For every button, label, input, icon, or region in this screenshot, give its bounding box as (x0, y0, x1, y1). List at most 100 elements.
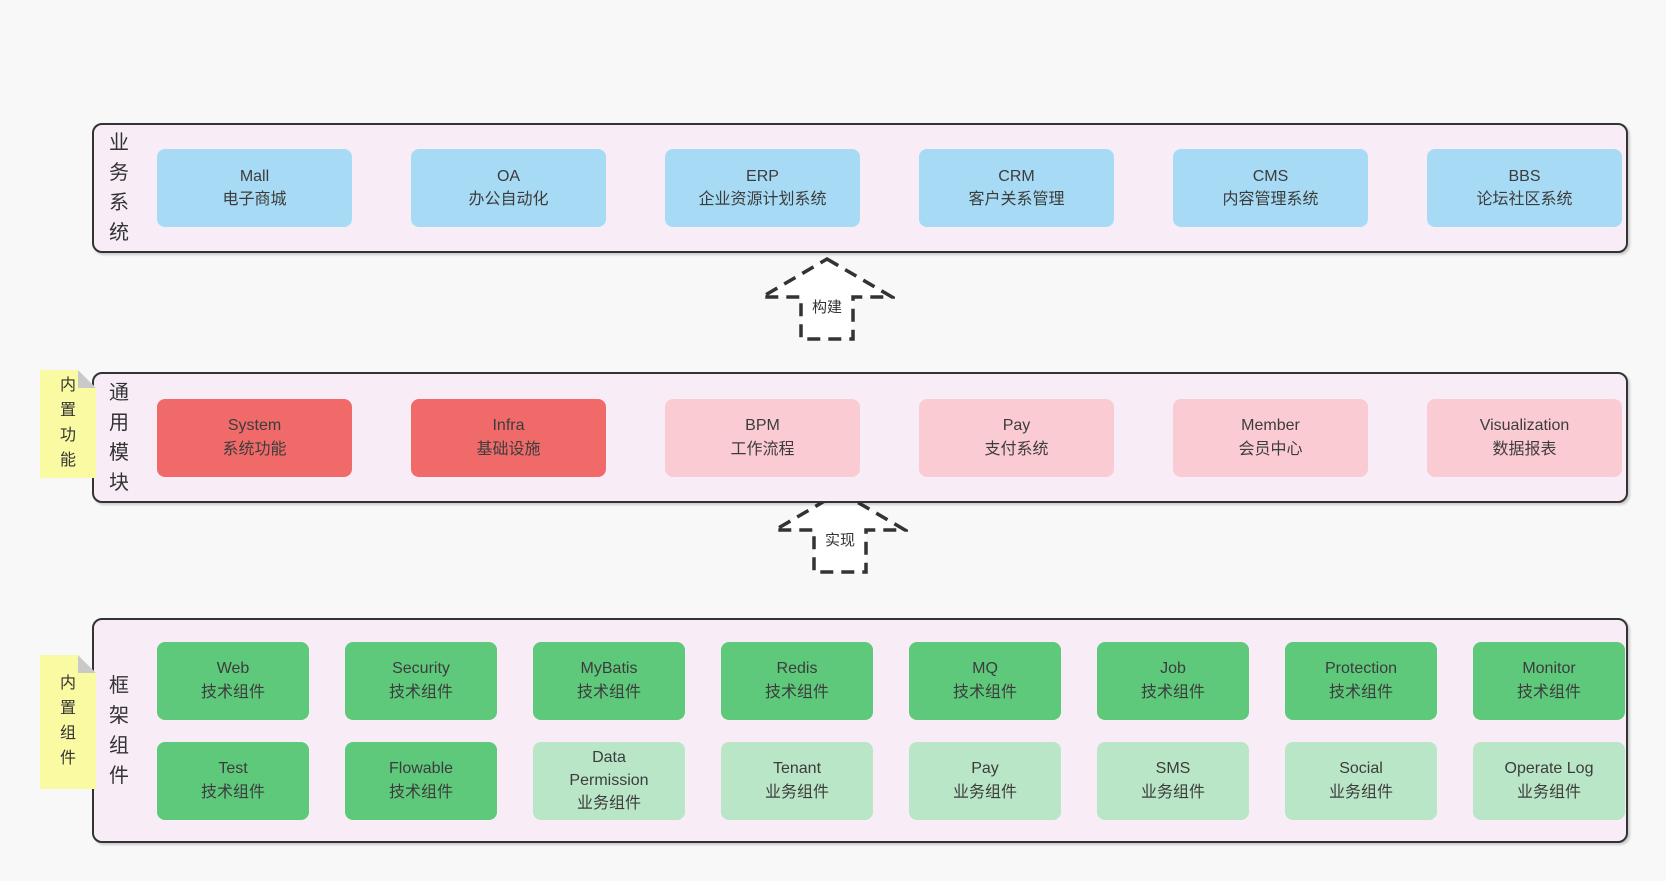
node-name: BBS (1508, 167, 1541, 185)
band-framework-components: 框架组件 Web 技术组件 Security 技术组件 MyBatis 技术组件… (92, 618, 1628, 843)
node-desc: 内容管理系统 (1222, 191, 1319, 208)
node-name: Infra (492, 417, 525, 435)
node-job: Job 技术组件 (1097, 641, 1249, 720)
node-name: Social (1339, 760, 1383, 778)
node-desc: 业务组件 (1516, 783, 1581, 801)
node-name: SMS (1155, 760, 1191, 778)
node-sms: SMS 业务组件 (1097, 741, 1249, 820)
node-name: Protection (1324, 660, 1398, 678)
node-desc: 支付系统 (984, 440, 1049, 458)
node-name: OA (496, 167, 521, 185)
node-name: Job (1160, 660, 1186, 678)
node-bbs: BBS 论坛社区系统 (1427, 149, 1622, 227)
node-name: Pay (971, 760, 999, 778)
node-desc: 业务组件 (952, 783, 1017, 801)
node-desc: 会员中心 (1238, 440, 1303, 458)
node-security: Security 技术组件 (345, 641, 497, 720)
node-name: Visualization (1479, 417, 1570, 435)
node-infra: Infra 基础设施 (411, 398, 606, 477)
node-name: Mall (239, 167, 270, 185)
node-web: Web 技术组件 (157, 641, 309, 720)
band-label-business-systems: 业务系统 (109, 132, 129, 244)
node-name: Member (1241, 417, 1300, 435)
node-data-permission: Data Permission 业务组件 (533, 741, 685, 820)
node-name: Monitor (1522, 660, 1576, 678)
node-mall: Mall 电子商城 (157, 149, 352, 227)
node-desc: 技术组件 (200, 783, 265, 801)
common-modules-boxes: System 系统功能 Infra 基础设施 BPM 工作流程 Pay 支付系统… (157, 398, 1622, 477)
band-label-common-modules: 通用模块 (109, 381, 129, 494)
arrow-implement-label: 实现 (821, 529, 859, 550)
node-bpm: BPM 工作流程 (665, 398, 860, 477)
node-name: CRM (998, 167, 1035, 185)
node-desc: 技术组件 (1328, 683, 1393, 701)
node-flowable: Flowable 技术组件 (345, 741, 497, 820)
node-system: System 系统功能 (157, 398, 352, 477)
node-desc: 技术组件 (576, 683, 641, 701)
node-desc: 技术组件 (1140, 683, 1205, 701)
node-name: MQ (972, 660, 998, 678)
node-name: Pay (1002, 417, 1031, 435)
node-desc: 技术组件 (764, 683, 829, 701)
node-desc: 技术组件 (388, 683, 453, 701)
node-operate-log: Operate Log 业务组件 (1473, 741, 1625, 820)
node-desc: 业务组件 (1328, 783, 1393, 801)
band-business-systems: 业务系统 Mall 电子商城 OA 办公自动化 ERP 企业资源计划系统 CRM… (92, 123, 1628, 253)
node-desc: 技术组件 (200, 683, 265, 701)
node-desc: 技术组件 (388, 783, 453, 801)
node-pay-component: Pay 业务组件 (909, 741, 1061, 820)
node-name: Security (392, 660, 450, 678)
node-name: CMS (1252, 167, 1289, 185)
node-desc: 办公自动化 (468, 191, 549, 208)
node-desc: 业务组件 (576, 795, 641, 813)
sticky-built-in-components: 内置组件 (40, 655, 96, 789)
node-tenant: Tenant 业务组件 (721, 741, 873, 820)
node-name: MyBatis (580, 660, 638, 678)
node-mybatis: MyBatis 技术组件 (533, 641, 685, 720)
node-desc: 技术组件 (1516, 683, 1581, 701)
arrow-build: 构建 (759, 256, 895, 342)
node-name: ERP (746, 167, 779, 185)
node-redis: Redis 技术组件 (721, 641, 873, 720)
node-desc: 客户关系管理 (968, 191, 1065, 208)
band-label-framework-components: 框架组件 (109, 674, 129, 787)
node-desc: 工作流程 (730, 440, 795, 458)
node-name: BPM (745, 417, 780, 435)
node-member: Member 会员中心 (1173, 398, 1368, 477)
node-name: Test (218, 760, 248, 778)
node-name: Tenant (772, 760, 822, 778)
node-erp: ERP 企业资源计划系统 (665, 149, 860, 227)
node-desc: 业务组件 (1140, 783, 1205, 801)
node-crm: CRM 客户关系管理 (919, 149, 1114, 227)
node-desc: 电子商城 (222, 191, 287, 208)
node-test: Test 技术组件 (157, 741, 309, 820)
node-mq: MQ 技术组件 (909, 641, 1061, 720)
node-name: System (227, 417, 282, 435)
node-desc: 系统功能 (222, 440, 287, 458)
node-desc: 数据报表 (1492, 440, 1557, 458)
arrow-implement: 实现 (772, 489, 908, 575)
sticky-label: 内置组件 (59, 675, 76, 767)
sticky-label: 内置功能 (59, 377, 76, 469)
node-desc: 企业资源计划系统 (698, 191, 827, 208)
node-desc: 技术组件 (952, 683, 1017, 701)
node-name: Redis (776, 660, 818, 678)
business-systems-boxes: Mall 电子商城 OA 办公自动化 ERP 企业资源计划系统 CRM 客户关系… (157, 149, 1622, 227)
node-visualization: Visualization 数据报表 (1427, 398, 1622, 477)
node-name: Data Permission (569, 748, 649, 789)
arrow-build-label: 构建 (808, 296, 846, 317)
node-oa: OA 办公自动化 (411, 149, 606, 227)
node-social: Social 业务组件 (1285, 741, 1437, 820)
band-common-modules: 通用模块 System 系统功能 Infra 基础设施 BPM 工作流程 Pay… (92, 372, 1628, 503)
node-name: Web (216, 660, 250, 678)
sticky-built-in-features: 内置功能 (40, 370, 96, 478)
node-monitor: Monitor 技术组件 (1473, 641, 1625, 720)
node-pay-system: Pay 支付系统 (919, 398, 1114, 477)
framework-components-boxes: Web 技术组件 Security 技术组件 MyBatis 技术组件 Redi… (157, 641, 1625, 820)
node-name: Flowable (388, 760, 454, 778)
node-protection: Protection 技术组件 (1285, 641, 1437, 720)
node-desc: 业务组件 (764, 783, 829, 801)
node-desc: 基础设施 (476, 440, 541, 458)
node-cms: CMS 内容管理系统 (1173, 149, 1368, 227)
